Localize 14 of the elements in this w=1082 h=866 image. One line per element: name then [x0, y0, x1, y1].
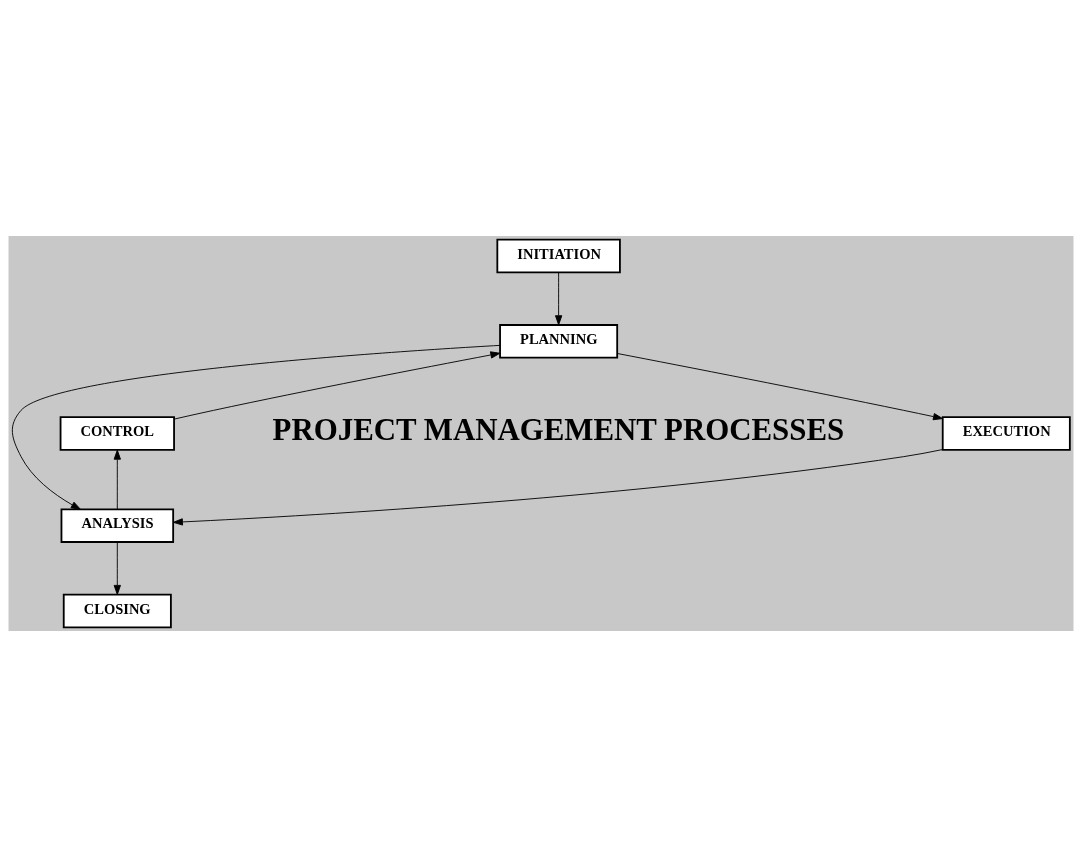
node-box: CONTROL [59, 415, 175, 451]
node-box: CLOSING [62, 593, 172, 628]
label: PROJECT MANAGEMENT PROCESSES [272, 411, 845, 447]
node-box: INITIATION [496, 238, 621, 273]
arrow [616, 352, 943, 420]
arrow [113, 541, 121, 595]
node-box: EXECUTION [941, 415, 1071, 451]
arrow [172, 448, 943, 526]
arrow [555, 271, 563, 325]
arrow [113, 449, 121, 510]
arrow [173, 350, 501, 420]
arrow [11, 344, 501, 510]
node-box: PLANNING [499, 323, 619, 359]
node-box: ANALYSIS [60, 507, 175, 543]
